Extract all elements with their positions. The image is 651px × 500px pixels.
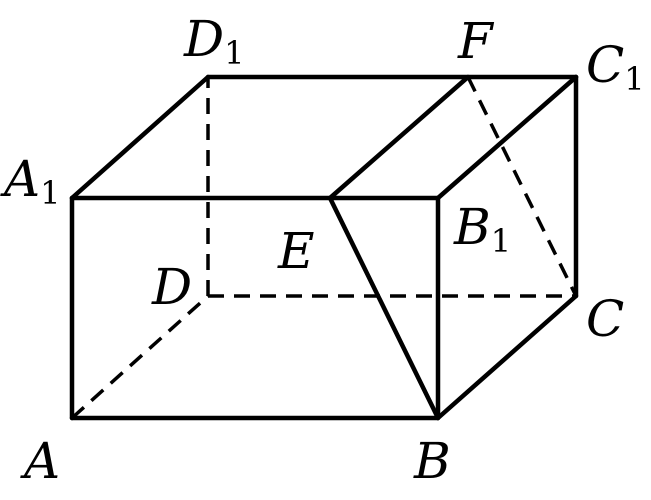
label-C: C [586,290,624,348]
label-D1: D1 [183,10,244,72]
label-E: E [277,222,315,280]
edge-F-C [466,76,578,297]
edge-A1-D1 [69,74,211,201]
edge-E-F [327,74,471,201]
label-D: D [151,258,192,316]
label-A: A [20,432,60,490]
label-A1: A1 [0,150,60,212]
edge-B-C [435,293,579,421]
label-F: F [457,12,495,70]
edge-A-D [70,294,210,420]
label-C1: C1 [586,36,645,98]
edge-B1-C1 [435,74,579,201]
edge-E-B [327,195,441,421]
label-B1: B1 [453,198,511,260]
label-B: B [413,432,451,490]
